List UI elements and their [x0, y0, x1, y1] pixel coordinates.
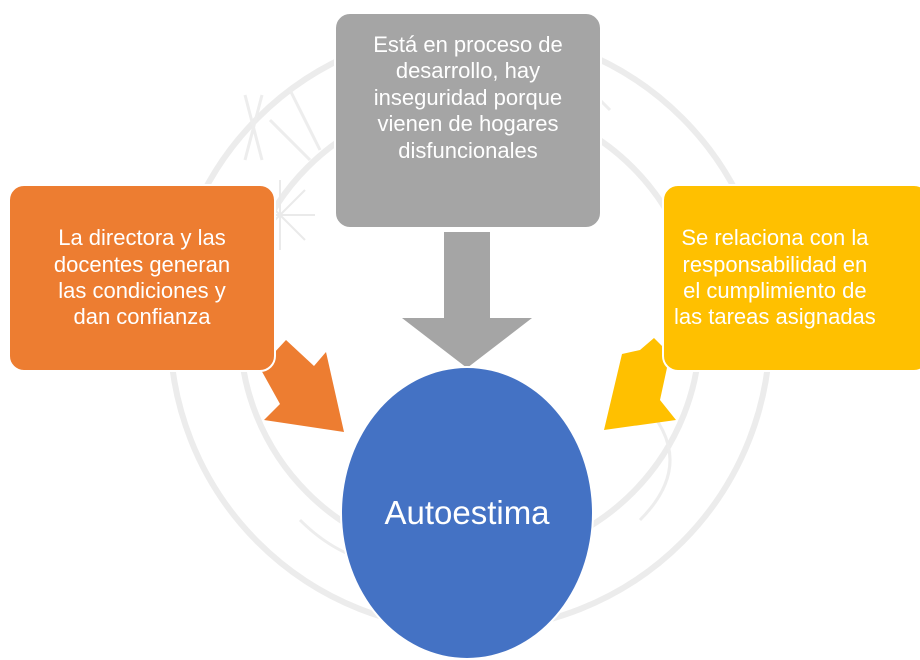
arrow-top-to-center: [402, 232, 532, 368]
node-right-box: Se relaciona con la responsabilidad en e…: [662, 184, 920, 372]
node-right-text: Se relaciona con la responsabilidad en e…: [674, 225, 876, 330]
node-left-text: La directora y las docentes generan las …: [53, 225, 231, 330]
node-left-box: La directora y las docentes generan las …: [8, 184, 276, 372]
center-label: Autoestima: [384, 494, 550, 531]
node-top-text: Está en proceso de desarrollo, hay inseg…: [373, 32, 563, 163]
center-node: Autoestima: [340, 366, 594, 660]
arrow-right-to-center: [604, 338, 676, 430]
arrow-left-to-center: [260, 340, 344, 432]
node-top-box: Está en proceso de desarrollo, hay inseg…: [334, 12, 602, 229]
